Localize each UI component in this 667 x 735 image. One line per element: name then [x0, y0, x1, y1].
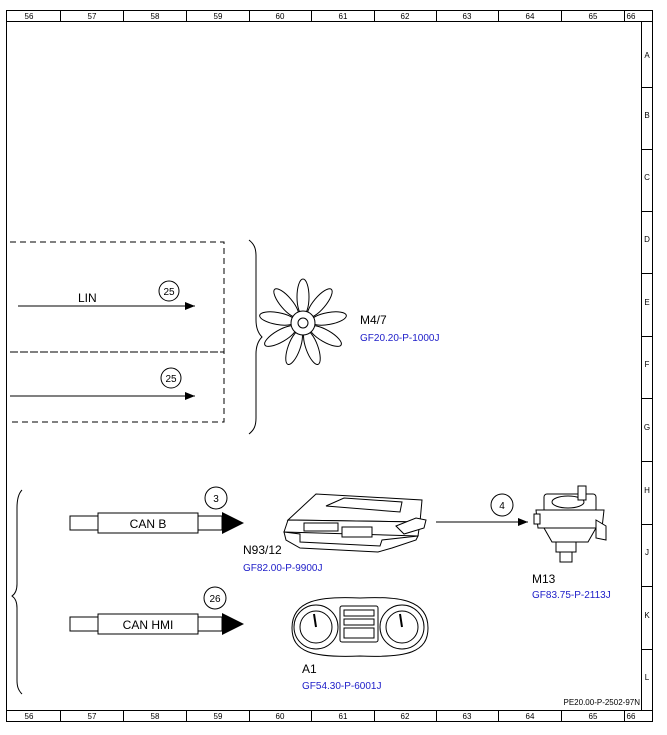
cluster-ref-link[interactable]: GF54.30-P-6001J — [302, 681, 382, 692]
column-number: 58 — [151, 12, 160, 21]
can-hmi-label: CAN HMI — [123, 618, 174, 632]
fan-ref-link[interactable]: GF20.20-P-1000J — [360, 333, 440, 344]
dashed-boundary — [10, 241, 225, 423]
fan-id: M4/7 — [360, 313, 387, 327]
column-number: 66 — [627, 12, 636, 21]
control-unit-id: N93/12 — [243, 543, 282, 557]
column-ruler-top: 56 57 58 59 60 61 62 63 64 65 66 — [25, 10, 636, 21]
can-hmi-signal: CAN HMI 26 — [69, 586, 244, 635]
row-ruler-right: A B C D E F G H J K L — [641, 51, 653, 682]
column-number: 65 — [589, 12, 598, 21]
row-letter: D — [644, 235, 650, 244]
control-unit-icon — [283, 493, 427, 553]
m13-badge: 4 — [499, 501, 505, 512]
column-number: 60 — [276, 712, 285, 721]
column-number: 59 — [214, 712, 223, 721]
m13-signal: 4 — [436, 493, 528, 526]
lin-label: LIN — [78, 291, 97, 305]
instrument-cluster-icon — [291, 597, 429, 657]
column-number: 61 — [339, 12, 348, 21]
column-number: 60 — [276, 12, 285, 21]
column-number: 64 — [526, 712, 535, 721]
column-number: 56 — [25, 712, 34, 721]
row-letter: B — [644, 111, 649, 120]
row-letter: H — [644, 486, 650, 495]
m13-badge-circle — [490, 493, 514, 517]
drawing-frame — [6, 10, 653, 722]
unlabeled-signal: 25 — [10, 367, 195, 400]
unlabeled-badge: 25 — [165, 374, 177, 385]
fan-icon — [259, 278, 347, 365]
cluster-id: A1 — [302, 662, 317, 676]
row-letter: A — [644, 51, 650, 60]
can-b-badge: 3 — [213, 494, 219, 505]
column-number: 63 — [463, 12, 472, 21]
unlabeled-badge-circle — [160, 367, 182, 389]
row-letter: L — [645, 673, 650, 682]
column-number: 59 — [214, 12, 223, 21]
column-number: 65 — [589, 712, 598, 721]
lin-badge: 25 — [163, 287, 175, 298]
control-unit-ref-link[interactable]: GF82.00-P-9900J — [243, 563, 323, 574]
can-hmi-badge: 26 — [209, 594, 221, 605]
document-reference: PE20.00-P-2502-97N — [564, 698, 641, 707]
lower-brace — [11, 489, 23, 695]
column-number: 66 — [627, 712, 636, 721]
row-letter: J — [645, 548, 649, 557]
column-number: 58 — [151, 712, 160, 721]
pump-ref-link[interactable]: GF83.75-P-2113J — [532, 590, 611, 601]
column-number: 61 — [339, 712, 348, 721]
row-letter: C — [644, 173, 650, 182]
column-number: 63 — [463, 712, 472, 721]
pump-id: M13 — [532, 572, 556, 586]
column-number: 62 — [401, 712, 410, 721]
can-b-label: CAN B — [130, 517, 167, 531]
row-letter: E — [644, 298, 649, 307]
upper-brace — [248, 239, 263, 435]
lin-badge-circle — [158, 280, 180, 302]
column-ruler-bottom: 56 57 58 59 60 61 62 63 64 65 66 — [25, 711, 636, 721]
can-hmi-badge-circle — [203, 586, 227, 610]
column-number: 64 — [526, 12, 535, 21]
can-b-badge-circle — [204, 486, 228, 510]
column-number: 57 — [88, 712, 97, 721]
row-letter: F — [645, 360, 650, 369]
pump-icon — [533, 485, 607, 563]
column-number: 57 — [88, 12, 97, 21]
row-letter: G — [644, 423, 650, 432]
can-b-signal: CAN B 3 — [69, 486, 244, 534]
row-letter: K — [644, 611, 650, 620]
column-number: 56 — [25, 12, 34, 21]
column-number: 62 — [401, 12, 410, 21]
lin-signal: LIN 25 — [18, 280, 195, 310]
